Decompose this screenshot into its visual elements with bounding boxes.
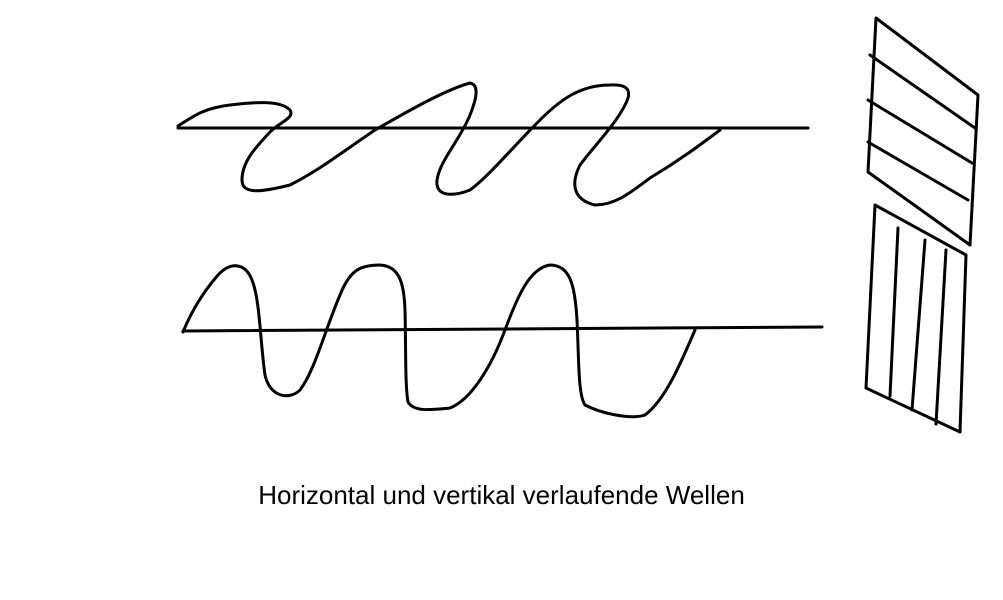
horizontal-layers-block [866,16,980,247]
vertical-layers-block [864,203,968,434]
bottom-axis-line [181,325,824,333]
bottom-wave [181,263,697,419]
diagram-caption: Horizontal und vertikal verlaufende Well… [258,480,745,510]
top-wave [176,81,722,207]
